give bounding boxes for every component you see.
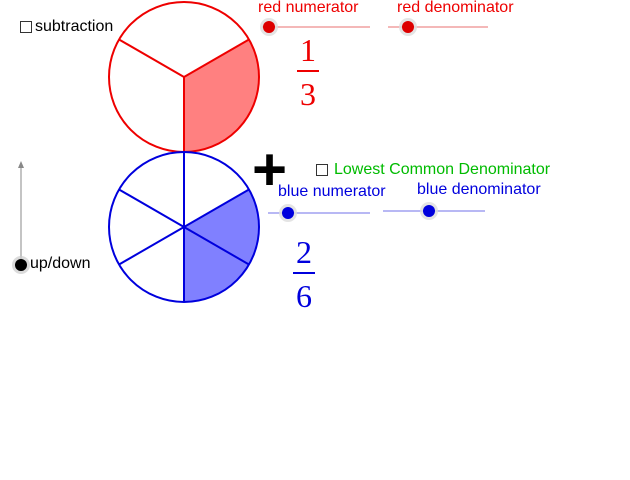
red-pie-divider — [118, 38, 185, 78]
lcd-checkbox[interactable]: Lowest Common Denominator — [316, 161, 550, 179]
red-fraction-numerator: 1 — [300, 32, 316, 68]
blue-pie-divider — [183, 188, 250, 228]
blue-pie-divider — [118, 188, 185, 228]
blue-pie-shaded-sector — [184, 189, 259, 265]
red-fraction: 1 3 — [293, 34, 323, 110]
red-denominator-label: red denominator — [397, 0, 514, 16]
lcd-checkbox-box[interactable] — [316, 164, 328, 176]
lcd-label: Lowest Common Denominator — [334, 161, 551, 178]
red-numerator-label: red numerator — [258, 0, 359, 16]
blue-fraction-numerator: 2 — [296, 234, 312, 270]
subtraction-checkbox-box[interactable] — [20, 21, 32, 33]
red-fraction-pie — [108, 1, 260, 153]
subtraction-checkbox[interactable]: subtraction — [20, 18, 113, 36]
blue-pie-divider — [183, 226, 250, 266]
blue-fraction-pie — [108, 151, 260, 303]
blue-pie-divider — [118, 226, 185, 266]
updown-slider-handle[interactable] — [15, 259, 27, 271]
blue-fraction-bar — [293, 272, 315, 274]
blue-fraction: 2 6 — [289, 236, 319, 312]
blue-numerator-label: blue numerator — [278, 183, 386, 200]
red-fraction-denominator: 3 — [300, 76, 316, 112]
subtraction-label: subtraction — [35, 18, 114, 35]
red-numerator-slider-handle[interactable] — [263, 21, 275, 33]
red-pie-divider — [183, 38, 250, 78]
updown-slider-arrow — [18, 161, 24, 168]
blue-denominator-slider-handle[interactable] — [423, 205, 435, 217]
blue-fraction-denominator: 6 — [296, 278, 312, 314]
red-fraction-bar — [297, 70, 319, 72]
red-pie-shaded-sector — [184, 39, 259, 152]
blue-numerator-slider-handle[interactable] — [282, 207, 294, 219]
plus-operator: + — [252, 136, 288, 203]
blue-denominator-label: blue denominator — [417, 181, 541, 198]
red-denominator-slider-handle[interactable] — [402, 21, 414, 33]
updown-label: up/down — [30, 255, 91, 272]
